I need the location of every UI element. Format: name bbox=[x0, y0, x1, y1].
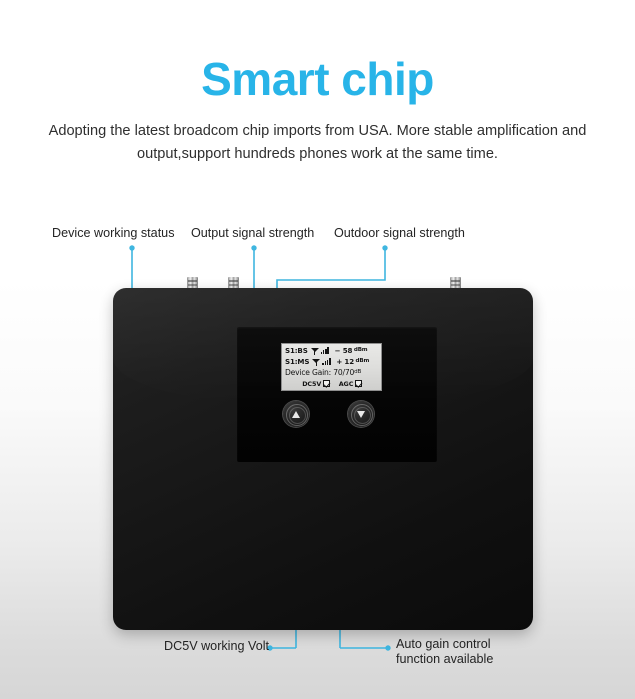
page-subtitle: Adopting the latest broadcom chip import… bbox=[48, 123, 587, 162]
lcd-ms-value: + 12 bbox=[336, 357, 354, 366]
antenna-connector-2 bbox=[228, 277, 239, 289]
lcd-toggle-dc5v-label: DC5V bbox=[302, 379, 322, 388]
antenna-connector-1 bbox=[187, 277, 198, 289]
signal-bars-icon bbox=[320, 347, 330, 355]
lcd-row-ms: S1:MS + 12 dBm bbox=[285, 356, 379, 367]
callout-outdoor-signal-strength: Outdoor signal strength bbox=[334, 226, 465, 240]
antenna-connector-3 bbox=[450, 277, 461, 289]
page-title: Smart chip bbox=[201, 53, 434, 105]
lcd-gain-label: Device Gain: 70/70 bbox=[285, 368, 355, 377]
down-button[interactable] bbox=[348, 401, 374, 427]
lcd-toggle-row: DC5V AGC bbox=[285, 378, 379, 389]
up-button[interactable] bbox=[283, 401, 309, 427]
lcd-gain-unit: dB bbox=[354, 369, 362, 375]
triangle-up-icon bbox=[292, 410, 300, 418]
lcd-bs-label: S1:BS bbox=[285, 346, 308, 355]
antenna-icon bbox=[310, 347, 319, 355]
signal-booster-device bbox=[113, 288, 533, 630]
lcd-display: S1:BS − 58 dBm S1:MS + 12 dBm Device Gai… bbox=[281, 343, 382, 391]
lcd-ms-unit: dBm bbox=[355, 358, 370, 364]
lcd-toggle-dc5v[interactable]: DC5V bbox=[302, 380, 330, 388]
callout-auto-gain-control: Auto gain control function available bbox=[396, 637, 494, 667]
callout-output-signal-strength: Output signal strength bbox=[191, 226, 315, 240]
lcd-row-bs: S1:BS − 58 dBm bbox=[285, 345, 379, 356]
antenna-icon bbox=[312, 358, 321, 366]
callout-dc5v-working-volt: DC5V working Volt bbox=[164, 639, 269, 653]
callout-device-working-status: Device working status bbox=[52, 226, 175, 240]
lcd-ms-label: S1:MS bbox=[285, 357, 310, 366]
triangle-down-icon bbox=[357, 410, 365, 418]
checkbox-checked-icon[interactable] bbox=[355, 380, 362, 387]
checkbox-checked-icon[interactable] bbox=[323, 380, 330, 387]
signal-bars-icon bbox=[322, 358, 331, 366]
lcd-bs-unit: dBm bbox=[353, 347, 368, 353]
lcd-toggle-agc-label: AGC bbox=[338, 379, 354, 388]
page-header: Smart chip Adopting the latest broadcom … bbox=[0, 0, 635, 165]
lcd-bs-value: − 58 bbox=[334, 346, 353, 355]
lcd-toggle-agc[interactable]: AGC bbox=[339, 380, 362, 388]
